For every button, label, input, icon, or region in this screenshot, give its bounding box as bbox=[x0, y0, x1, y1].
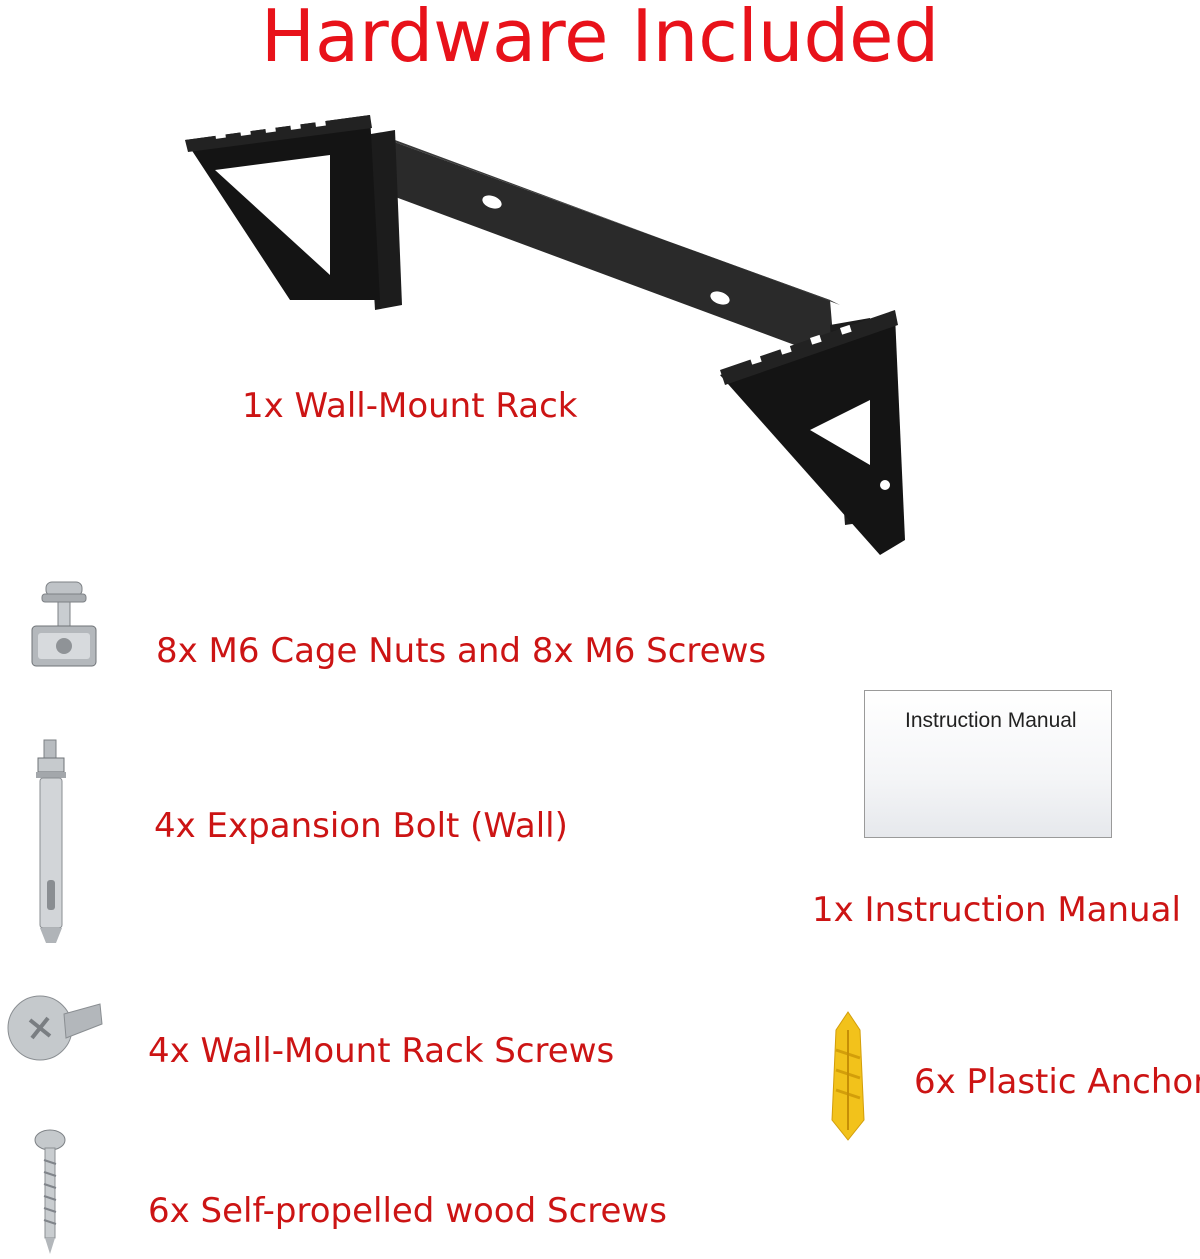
rack-screw-icon bbox=[7, 995, 103, 1061]
page-title: Hardware Included bbox=[260, 0, 940, 78]
rack-screws-label: 4x Wall-Mount Rack Screws bbox=[148, 1031, 615, 1071]
rack-label: 1x Wall-Mount Rack bbox=[242, 386, 578, 426]
wall-mount-rack-image bbox=[185, 115, 905, 555]
instruction-manual-image: Instruction Manual bbox=[864, 690, 1112, 838]
cage-nut-icon bbox=[31, 581, 97, 667]
cage-nuts-label: 8x M6 Cage Nuts and 8x M6 Screws bbox=[156, 631, 767, 671]
plastic-anchor-label: 6x Plastic Anchor bbox=[914, 1062, 1200, 1102]
expansion-bolt-label: 4x Expansion Bolt (Wall) bbox=[154, 806, 568, 846]
expansion-bolt-icon bbox=[36, 739, 66, 943]
manual-cover-text: Instruction Manual bbox=[905, 709, 1077, 732]
manual-label: 1x Instruction Manual bbox=[812, 890, 1181, 930]
plastic-anchor-icon bbox=[831, 1011, 865, 1141]
wood-screws-label: 6x Self-propelled wood Screws bbox=[148, 1191, 667, 1231]
wood-screw-icon bbox=[34, 1129, 66, 1254]
